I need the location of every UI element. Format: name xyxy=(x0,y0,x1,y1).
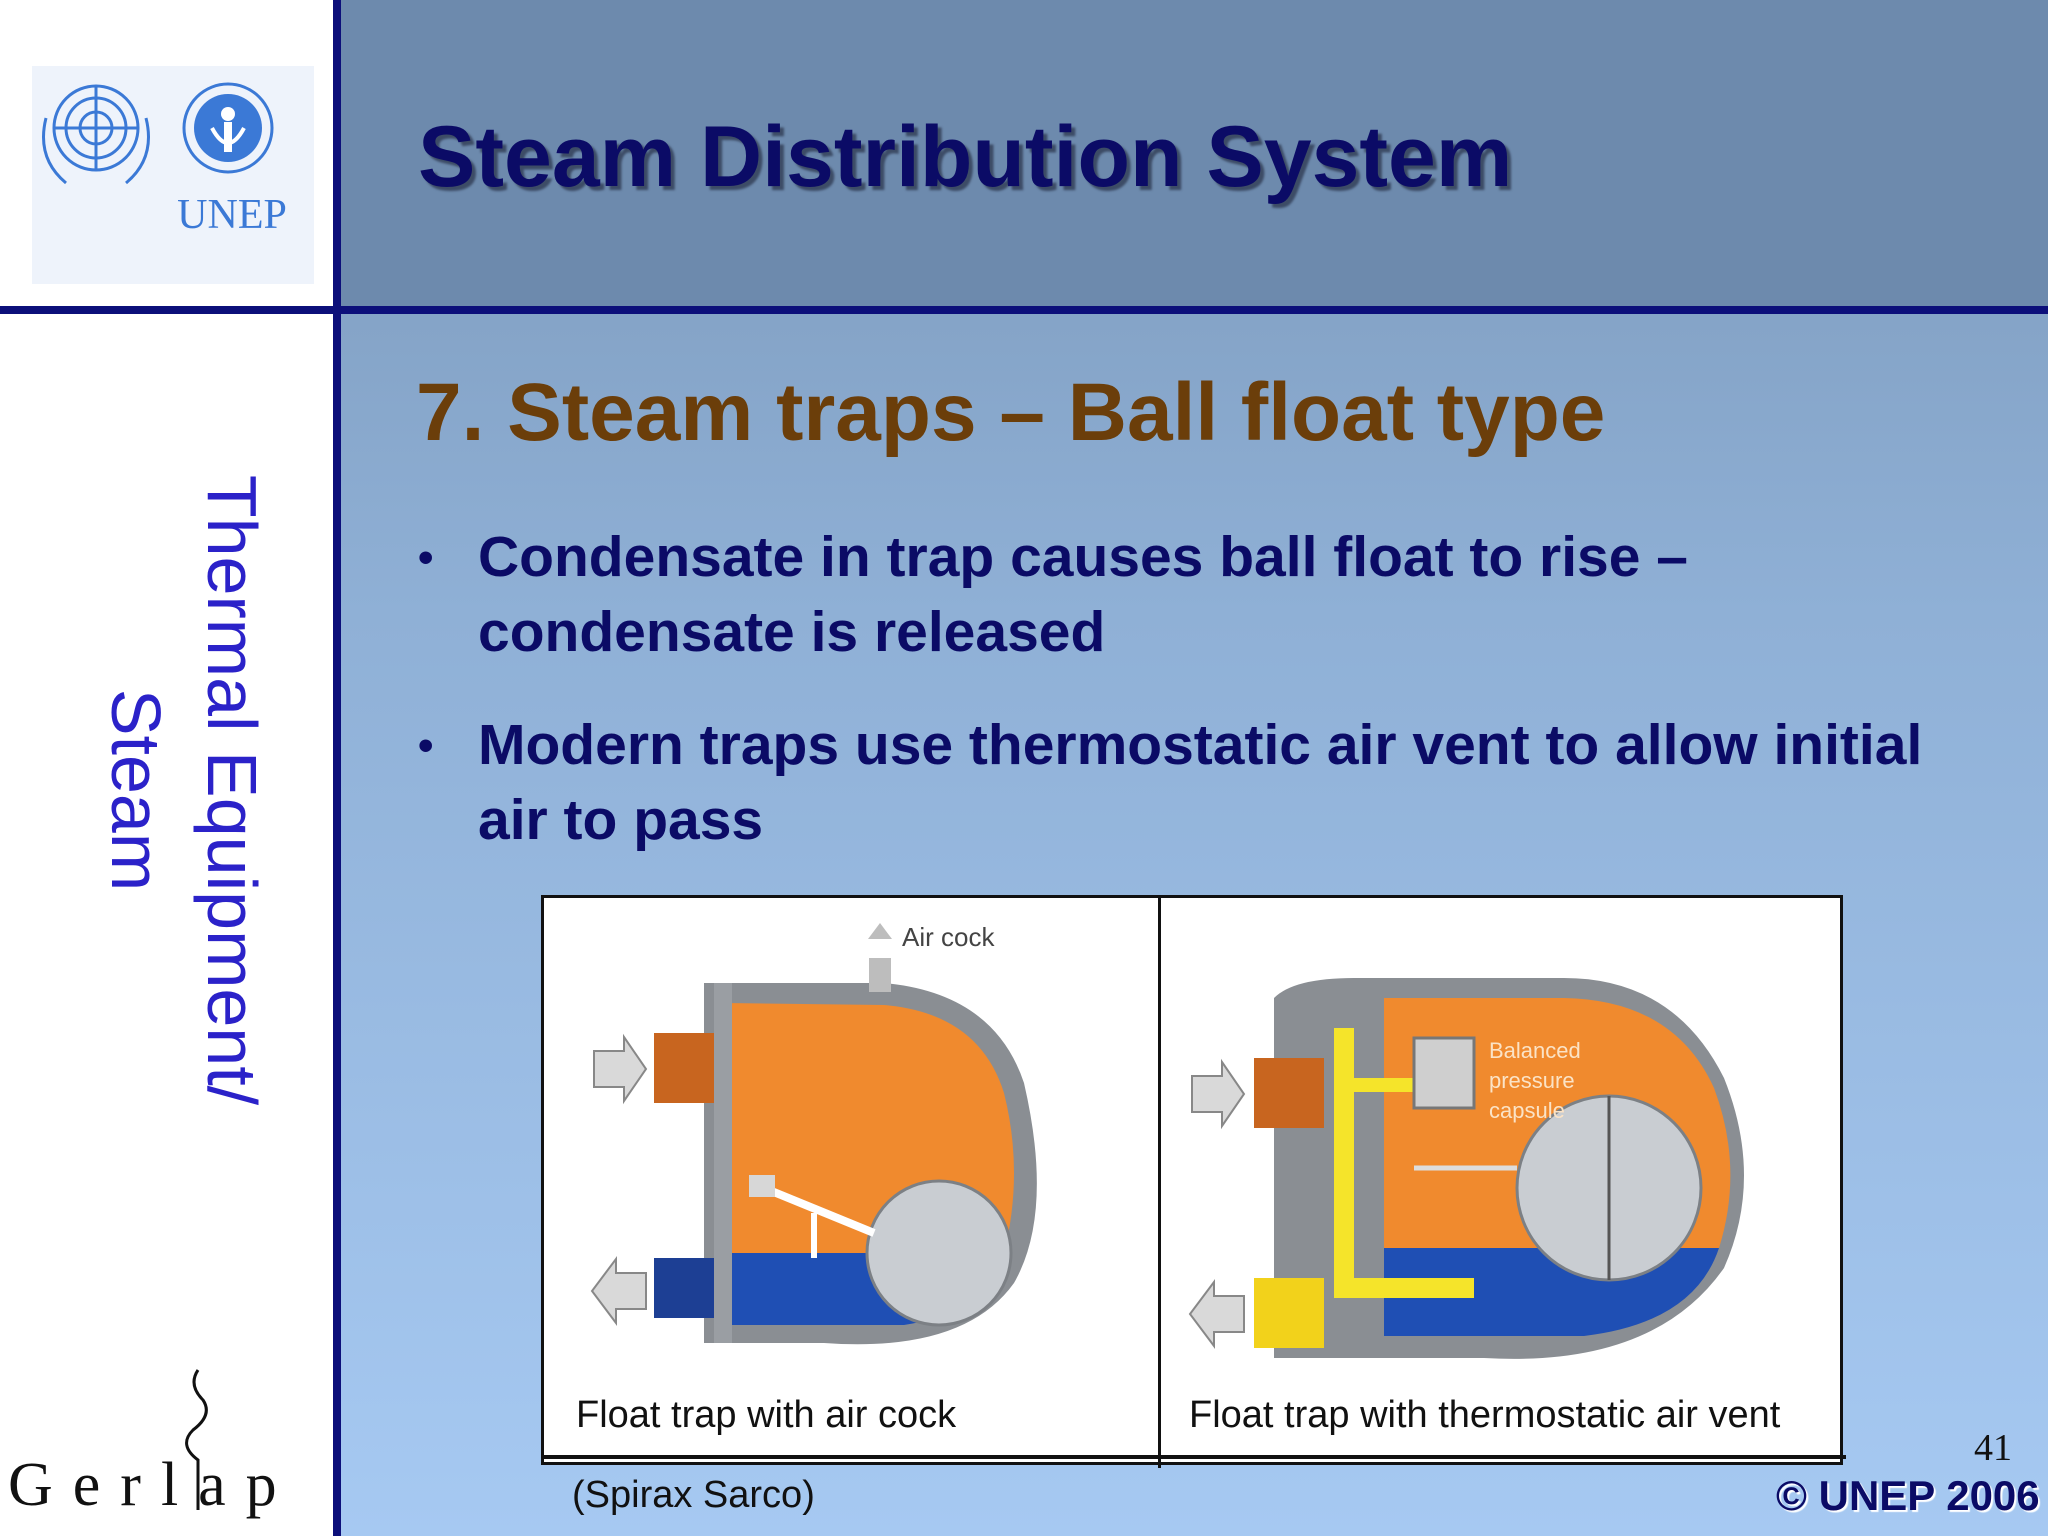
bullet-item: • Condensate in trap causes ball float t… xyxy=(418,520,1978,670)
right-figure-caption: Float trap with thermostatic air vent xyxy=(1189,1394,1781,1436)
unep-logo-text: UNEP xyxy=(177,192,287,238)
figure-divider xyxy=(1158,898,1161,1468)
vertical-frame-line xyxy=(333,0,341,1536)
bullet-dot-icon: • xyxy=(418,721,434,770)
unep-logo: UNEP xyxy=(32,66,314,284)
float-trap-thermostatic-vent-diagram: Balanced pressure capsule xyxy=(1188,978,1744,1359)
copyright-notice: © UNEP 2006 xyxy=(1776,1472,2040,1519)
un-emblem-icon: UNEP xyxy=(42,82,287,238)
capsule-label-1: Balanced xyxy=(1489,1038,1581,1063)
steam-trap-figure: Air cock Balanced pressure capsule Float… xyxy=(541,895,1846,1468)
capsule-label-2: pressure xyxy=(1489,1068,1575,1093)
gerlap-logo xyxy=(185,1369,208,1510)
sidebar-label-line-1: Thermal Equipment/ xyxy=(193,474,271,1106)
capsule-label-3: capsule xyxy=(1489,1098,1565,1123)
left-figure-caption: Float trap with air cock xyxy=(576,1394,957,1436)
bullet-item: • Modern traps use thermostatic air vent… xyxy=(418,708,1978,858)
bullet-text: Condensate in trap causes ball float to … xyxy=(478,525,1688,664)
figure-bottom-rule xyxy=(544,1455,1846,1459)
page-number: 41 xyxy=(1974,1427,2012,1469)
air-cock-label: Air cock xyxy=(902,922,995,952)
float-trap-air-cock-diagram: Air cock xyxy=(590,922,1037,1345)
bullet-dot-icon: • xyxy=(418,533,434,582)
figure-source: (Spirax Sarco) xyxy=(572,1474,815,1516)
sidebar-vertical-label: Thermal Equipment/ Steam xyxy=(84,330,284,1250)
page-title: Steam Distribution System xyxy=(418,109,1513,205)
bullet-list: • Condensate in trap causes ball float t… xyxy=(418,520,1978,896)
sidebar-label-line-2: Steam xyxy=(97,688,175,892)
gerlap-logo-text: Gerlap xyxy=(8,1451,297,1519)
horizontal-frame-line xyxy=(0,306,2048,314)
bullet-text: Modern traps use thermostatic air vent t… xyxy=(478,713,1923,852)
slide-subtitle: 7. Steam traps – Ball float type xyxy=(416,367,1606,458)
header-band xyxy=(341,0,2048,306)
